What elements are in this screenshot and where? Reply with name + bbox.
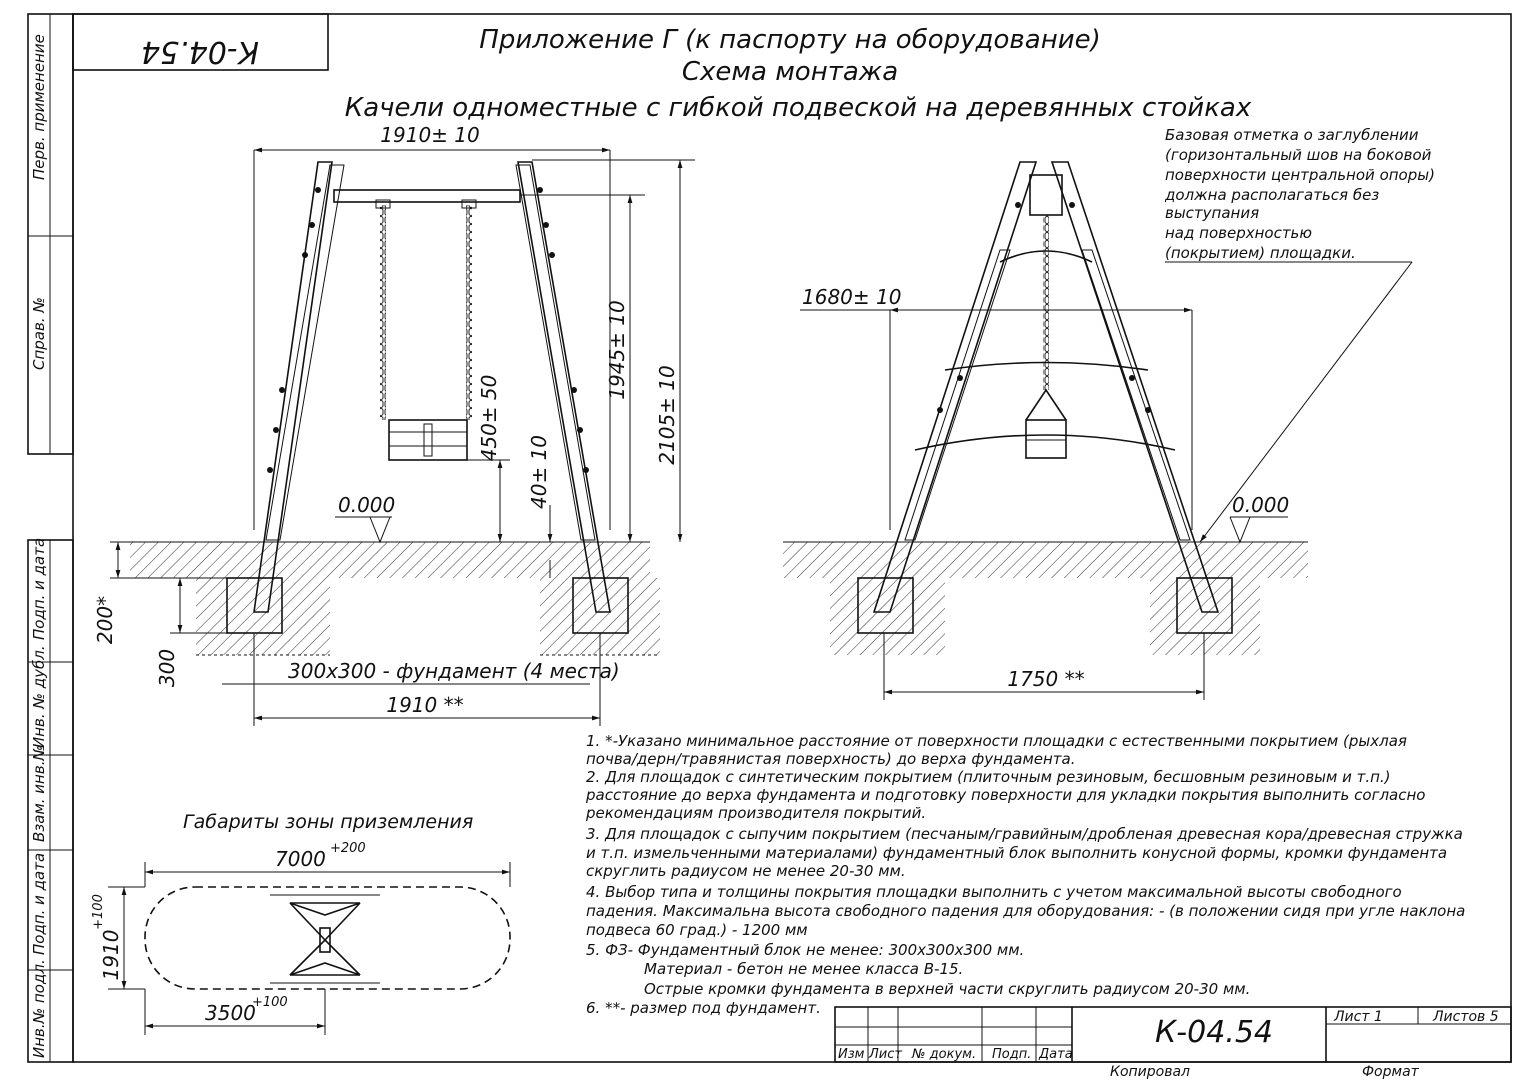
tb-code: К-04.54	[1155, 1015, 1273, 1050]
note-line: падения. Максимальна высота свободного п…	[586, 902, 1465, 920]
note-line: и т.п. измельченными материалами) фундам…	[586, 844, 1447, 862]
sheet-frame	[27, 13, 1512, 1063]
drawing-code-rotated: К-04.54	[141, 34, 259, 69]
base-note-line: над поверхностью	[1165, 224, 1312, 242]
dim-depth-min: 200*	[93, 596, 117, 644]
stamp-vzam-inv-no: Взам. инв.№	[30, 745, 48, 842]
tb-data: Дата	[1038, 1047, 1073, 1062]
tb-sheet: Лист 1	[1333, 1009, 1383, 1025]
tb-izm: Изм	[838, 1047, 865, 1062]
dim-width-top: 1910± 10	[380, 123, 479, 147]
note-line: 1. *-Указано минимальное расстояние от п…	[586, 732, 1407, 750]
side-view: 1680± 10 0.000 1750 ** Базовая отметка о…	[783, 126, 1435, 700]
note-line: скруглить радиусом не менее 20-30 мм.	[586, 862, 906, 880]
note-line: 3. Для площадок с сыпучим покрытием (пес…	[586, 825, 1463, 843]
note-line: 2. Для площадок с синтетическим покрытие…	[586, 768, 1391, 786]
dim-width-found: 1910 **	[386, 693, 463, 717]
dim-foundation-top: 40± 10	[527, 435, 551, 509]
zone-title: Габариты зоны приземления	[183, 811, 473, 833]
note-line: Острые кромки фундамента в верхней части…	[644, 980, 1250, 998]
note-line: 6. **- размер под фундамент.	[586, 999, 821, 1017]
stamp-inv-no-dubl: Инв. № дубл.	[30, 645, 48, 748]
tb-sheets: Листов 5	[1432, 1009, 1499, 1025]
note-line: рекомендациям производителя покрытий.	[585, 804, 926, 822]
zone-width-tol: +100	[91, 894, 106, 930]
base-note-line: поверхности центральной опоры)	[1165, 166, 1435, 184]
dim-height-beam: 1945± 10	[605, 300, 629, 399]
title-line-3: Качели одноместные с гибкой подвеской на…	[345, 93, 1252, 123]
base-note-line: (горизонтальный шов на боковой	[1165, 146, 1432, 164]
dim-width-found-side: 1750 **	[1007, 667, 1084, 691]
tb-podp: Подп.	[992, 1047, 1031, 1062]
zone-length: 7000	[275, 847, 326, 871]
level-mark-side: 0.000	[1232, 493, 1289, 517]
stamp-sprav-no: Справ. №	[30, 297, 48, 370]
base-note-line: Базовая отметка о заглублении	[1165, 126, 1419, 144]
dim-seat-height: 450± 50	[477, 375, 501, 462]
dim-depth-found: 300	[155, 649, 179, 687]
zone-half-tol: +100	[252, 995, 288, 1010]
tb-format: Формат	[1362, 1064, 1420, 1080]
note-line: Материал - бетон не менее класса В-15.	[644, 960, 963, 978]
base-note-line: должна располагаться без	[1164, 186, 1379, 204]
level-mark-front: 0.000	[338, 493, 395, 517]
note-line: подвеса 60 град.) - 1200 мм	[586, 921, 808, 939]
dim-width-mid: 1680± 10	[802, 285, 901, 309]
base-note: Базовая отметка о заглублении (горизонта…	[1164, 126, 1435, 263]
note-line: 5. ФЗ- Фундаментный блок не менее: 300х3…	[586, 941, 1024, 959]
base-note-line: (покрытием) площадки.	[1165, 244, 1356, 262]
dim-height-total: 2105± 10	[655, 365, 679, 464]
tb-kopiroval: Копировал	[1110, 1064, 1190, 1080]
title-line-2: Схема монтажа	[682, 57, 898, 87]
stamp-podp-data-1: Подп. и дата	[30, 538, 48, 640]
foundation-label: 300х300 - фундамент (4 места)	[288, 659, 620, 683]
tb-list: Лист	[868, 1047, 902, 1062]
stamp-perv-primenenie: Перв. применение	[30, 34, 48, 180]
title-line-1: Приложение Г (к паспорту на оборудование…	[479, 25, 1100, 55]
front-view: 1910± 10 1945± 10 2105± 10 450± 50 40± 1…	[93, 123, 695, 726]
title-block: Изм Лист № докум. Подп. Дата К-04.54 Лис…	[834, 1006, 1512, 1080]
tb-no-dokum: № докум.	[911, 1047, 976, 1062]
zone-length-tol: +200	[330, 841, 366, 856]
zone-half: 3500	[205, 1001, 256, 1025]
stamp-inv-no-podl: Инв.№ подл.	[30, 959, 48, 1058]
stamp-podp-data-2: Подп. и дата	[30, 853, 48, 955]
note-line: 4. Выбор типа и толщины покрытия площадк…	[586, 883, 1402, 901]
base-note-line: выступания	[1165, 204, 1259, 222]
notes: 1. *-Указано минимальное расстояние от п…	[585, 732, 1465, 1017]
landing-zone: Габариты зоны приземления 7000 +200 1910…	[91, 811, 511, 1035]
note-line: расстояние до верха фундамента и подгото…	[585, 786, 1425, 804]
zone-width: 1910	[99, 930, 123, 981]
note-line: почва/дерн/травянистая поверхность) до в…	[586, 750, 1076, 768]
